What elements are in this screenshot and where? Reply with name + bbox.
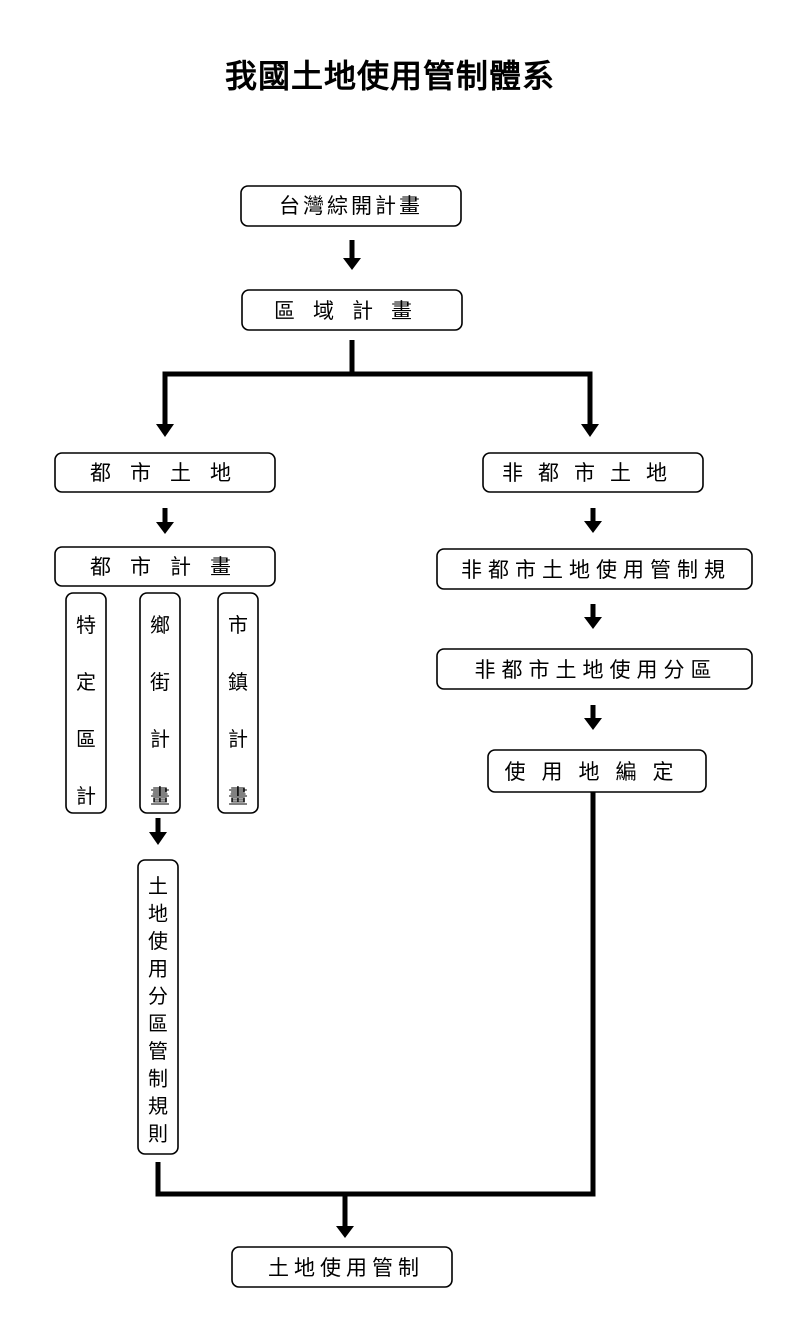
node-box xyxy=(231,1246,453,1288)
node-label: 都市土地 xyxy=(90,461,250,485)
label-char: 特 xyxy=(76,613,96,637)
node-label: 台灣綜開計畫 xyxy=(279,194,423,218)
node-label: 特定區計 xyxy=(76,613,96,808)
node-box xyxy=(65,592,107,814)
node-non-urban-zoning: 非都市土地使用分區 xyxy=(436,648,753,690)
label-char: 定 xyxy=(76,670,96,694)
node-box xyxy=(137,859,179,1155)
node-taiwan-plan: 台灣綜開計畫 xyxy=(240,185,462,227)
label-char: 規 xyxy=(148,1094,168,1118)
node-urban-plan: 都市計畫 xyxy=(54,546,276,587)
node-urban-land: 都市土地 xyxy=(54,452,276,493)
node-non-urban-rules: 非都市土地使用管制規 xyxy=(436,548,753,590)
label-char: 區 xyxy=(76,727,96,751)
node-regional-plan: 區域計畫 xyxy=(241,289,463,331)
node-box xyxy=(217,592,259,814)
node-label: 鄉街計畫 xyxy=(150,613,170,808)
arrowhead-urban-land-to-plan xyxy=(156,522,174,534)
node-box xyxy=(482,452,704,493)
node-non-urban-land: 非都市土地 xyxy=(482,452,704,493)
connectors xyxy=(149,240,602,1238)
label-char: 分 xyxy=(148,984,168,1008)
label-char: 街 xyxy=(150,670,170,694)
label-char: 鎮 xyxy=(228,670,248,694)
node-township-plan: 鄉街計畫 xyxy=(139,592,181,814)
node-land-use-control: 土地使用管制 xyxy=(231,1246,453,1288)
arrowhead-zoning-to-designation xyxy=(584,718,602,730)
node-label: 非都市土地使用分區 xyxy=(475,658,718,682)
node-box xyxy=(54,452,276,493)
arrowhead-non-urban-to-rules xyxy=(584,521,602,533)
node-box xyxy=(54,546,276,587)
label-char: 區 xyxy=(148,1012,168,1036)
label-char: 則 xyxy=(148,1122,168,1146)
node-label: 非都市土地 xyxy=(502,461,682,485)
label-char: 鄉 xyxy=(150,613,170,637)
node-label: 都市計畫 xyxy=(90,555,250,579)
arrowhead-rules-to-zoning xyxy=(584,617,602,629)
label-char: 土 xyxy=(148,874,168,898)
arrowhead-regional-to-urban xyxy=(156,424,174,437)
arrowhead-township-to-rules xyxy=(149,832,167,845)
connector-merge xyxy=(155,791,596,1197)
label-char: 計 xyxy=(76,784,96,808)
node-label: 市鎮計畫 xyxy=(228,613,248,808)
label-char: 市 xyxy=(228,613,248,637)
label-char: 畫 xyxy=(228,784,248,808)
node-label: 使用地編定 xyxy=(505,760,690,784)
diagram-title: 我國土地使用管制體系 xyxy=(225,57,555,95)
arrowhead-merge-to-control xyxy=(336,1226,354,1238)
arrowhead-regional-to-non-urban xyxy=(581,424,599,437)
node-land-use-designation: 使用地編定 xyxy=(487,749,707,793)
label-char: 使 xyxy=(148,929,168,953)
node-label: 土地使用分區管制規則 xyxy=(148,874,168,1146)
node-label: 區域計畫 xyxy=(274,299,430,323)
node-box xyxy=(139,592,181,814)
label-char: 制 xyxy=(148,1067,168,1091)
node-box xyxy=(241,289,463,331)
label-char: 畫 xyxy=(150,784,170,808)
connector-regional-to-non-urban xyxy=(352,371,593,424)
connector-regional-to-urban xyxy=(162,340,355,424)
node-box xyxy=(240,185,462,227)
label-char: 管 xyxy=(148,1039,168,1063)
node-box xyxy=(436,548,753,590)
node-box xyxy=(436,648,753,690)
node-label: 非都市土地使用管制規 xyxy=(461,558,731,582)
node-zoning-control-rules: 土地使用分區管制規則 xyxy=(137,859,179,1155)
label-char: 計 xyxy=(228,727,248,751)
node-town-plan: 市鎮計畫 xyxy=(217,592,259,814)
node-special-district-plan: 特定區計 xyxy=(65,592,107,814)
label-char: 計 xyxy=(150,727,170,751)
node-label: 土地使用管制 xyxy=(268,1256,424,1280)
label-char: 用 xyxy=(148,957,168,981)
label-char: 地 xyxy=(148,902,168,926)
node-box xyxy=(487,749,707,793)
arrowhead-taiwan-to-regional xyxy=(343,258,361,270)
